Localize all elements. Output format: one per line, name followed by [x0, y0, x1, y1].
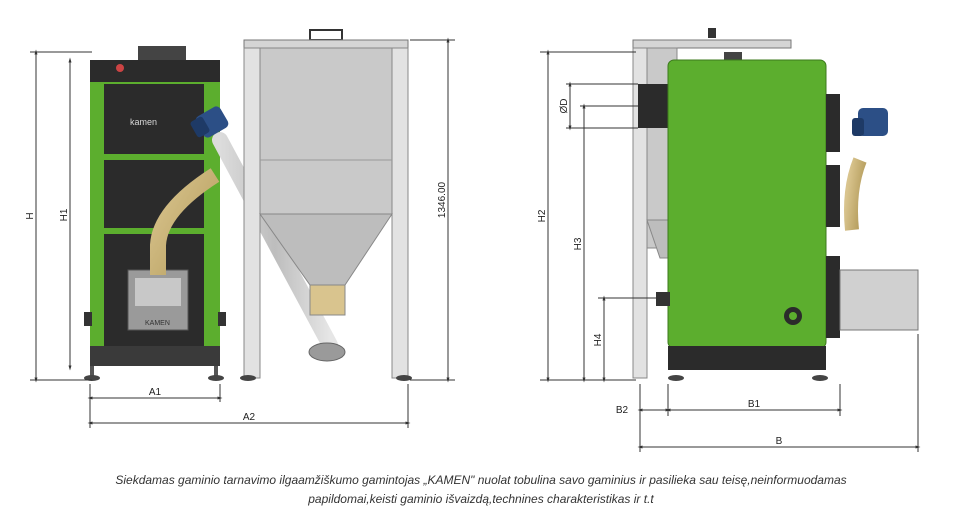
- dim-h: H: [25, 212, 36, 219]
- dim-h2: H2: [537, 209, 548, 222]
- dim-a1: A1: [149, 387, 162, 398]
- disclaimer-caption: Siekdamas gaminio tarnavimo ilgaamžiškum…: [20, 471, 942, 509]
- caption-line-1: Siekdamas gaminio tarnavimo ilgaamžiškum…: [115, 473, 847, 487]
- technical-drawing: kamen KAMEN H H1: [25, 28, 921, 452]
- dim-hopper-height: 1346.00: [437, 181, 448, 218]
- front-boiler: kamen KAMEN: [84, 46, 346, 381]
- dim-h4: H4: [593, 333, 604, 346]
- side-view: [632, 28, 919, 381]
- dim-b1: B1: [748, 399, 761, 410]
- front-hopper: [240, 29, 412, 381]
- side-dimensions: H2 ØD H3 H4 B2 B1 B: [537, 49, 921, 452]
- dim-b2: B2: [616, 405, 629, 416]
- side-auger-motor: [852, 108, 888, 136]
- auger-motor: [190, 106, 229, 138]
- dim-b: B: [776, 436, 783, 447]
- brand-label-burner: KAMEN: [145, 320, 170, 327]
- dim-h1: H1: [59, 208, 70, 221]
- dim-h3: H3: [573, 237, 584, 250]
- caption-line-2: papildomai,keisti gaminio išvaizdą,techn…: [308, 492, 654, 506]
- dim-od: ØD: [559, 99, 570, 114]
- door-hinges: [826, 94, 840, 338]
- front-dimensions: H H1 A1 A2 1346.00: [25, 37, 455, 428]
- dim-a2: A2: [243, 412, 256, 423]
- brand-label-front: kamen: [130, 117, 157, 127]
